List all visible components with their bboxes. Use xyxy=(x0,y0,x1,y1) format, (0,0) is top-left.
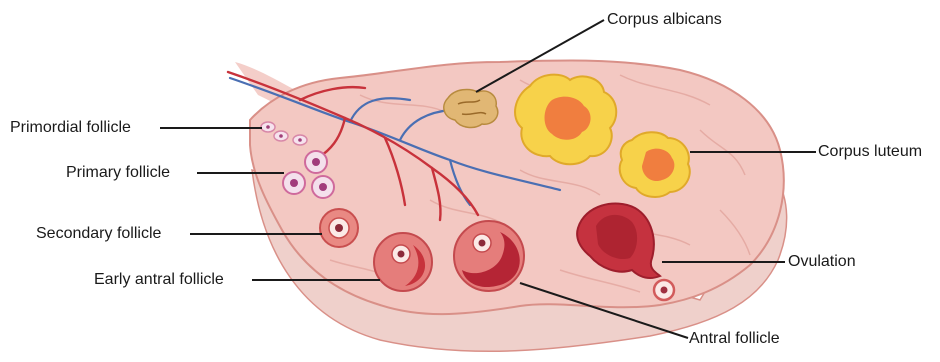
label-early-antral-follicle: Early antral follicle xyxy=(94,272,224,288)
label-primary-follicle: Primary follicle xyxy=(66,165,170,181)
released-oocyte xyxy=(654,280,674,300)
label-corpus-albicans: Corpus albicans xyxy=(607,12,722,28)
label-primordial-follicle: Primordial follicle xyxy=(10,120,131,136)
label-corpus-luteum: Corpus luteum xyxy=(818,144,922,160)
antral-follicle-shape xyxy=(454,221,524,291)
label-secondary-follicle: Secondary follicle xyxy=(36,226,161,242)
label-antral-follicle: Antral follicle xyxy=(689,331,780,347)
secondary-follicle xyxy=(320,209,358,247)
early-antral-follicle xyxy=(374,233,432,291)
label-ovulation: Ovulation xyxy=(788,254,856,270)
corpus-luteum-small xyxy=(620,132,690,197)
corpus-luteum-large xyxy=(515,75,616,165)
